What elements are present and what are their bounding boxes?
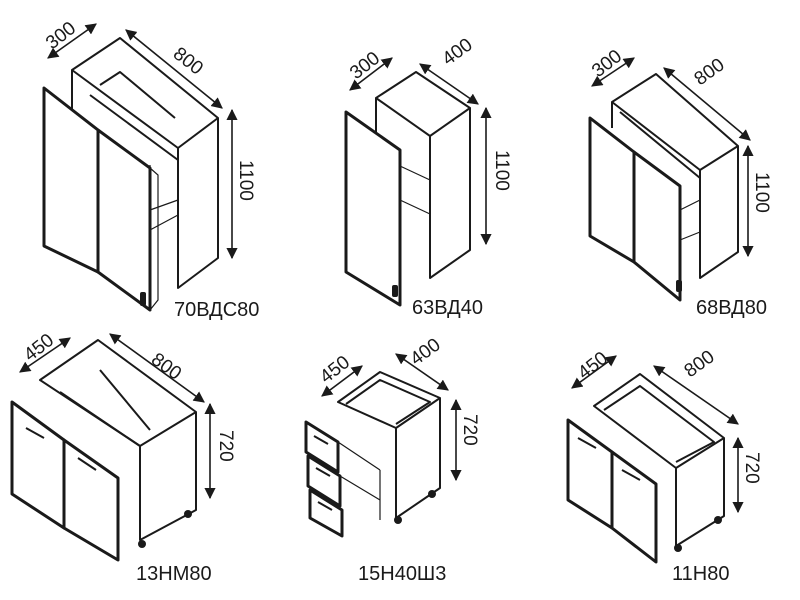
height-label: 720: [215, 430, 236, 462]
model-code: 11Н80: [672, 563, 729, 585]
width-label: 800: [169, 43, 207, 79]
depth-label: 450: [574, 348, 612, 384]
cabinet-63vd40: 300 400 1100 63ВД40: [344, 34, 512, 319]
height-label: 720: [741, 452, 762, 484]
model-code: 15Н40Ш3: [358, 563, 446, 585]
cabinet-11n80: 450 800 720 11Н80: [566, 346, 762, 585]
cabinet-70vds80: 300 800 1100 70ВДС80: [42, 18, 259, 321]
width-label: 400: [439, 34, 477, 70]
height-label: 720: [459, 414, 480, 446]
height-label: 1100: [491, 150, 512, 191]
width-label: 800: [691, 54, 729, 90]
depth-label: 300: [346, 48, 384, 84]
depth-label: 300: [42, 18, 80, 54]
cabinet-68vd80: 300 800 1100 68ВД80: [588, 46, 772, 319]
height-label: 1100: [751, 172, 772, 213]
depth-label: 450: [316, 352, 354, 388]
height-label: 1100: [235, 160, 256, 201]
model-code: 68ВД80: [696, 297, 767, 319]
model-code: 13НМ80: [136, 563, 212, 585]
cabinet-15n40sh3: 450 400 720 15Н40Ш3: [304, 334, 480, 585]
cabinet-13nm80: 450 800 720 13НМ80: [10, 330, 236, 585]
width-label: 800: [681, 346, 719, 382]
depth-label: 300: [588, 46, 626, 82]
depth-label: 450: [20, 330, 58, 366]
model-code: 70ВДС80: [174, 299, 259, 321]
model-code: 63ВД40: [412, 297, 483, 319]
